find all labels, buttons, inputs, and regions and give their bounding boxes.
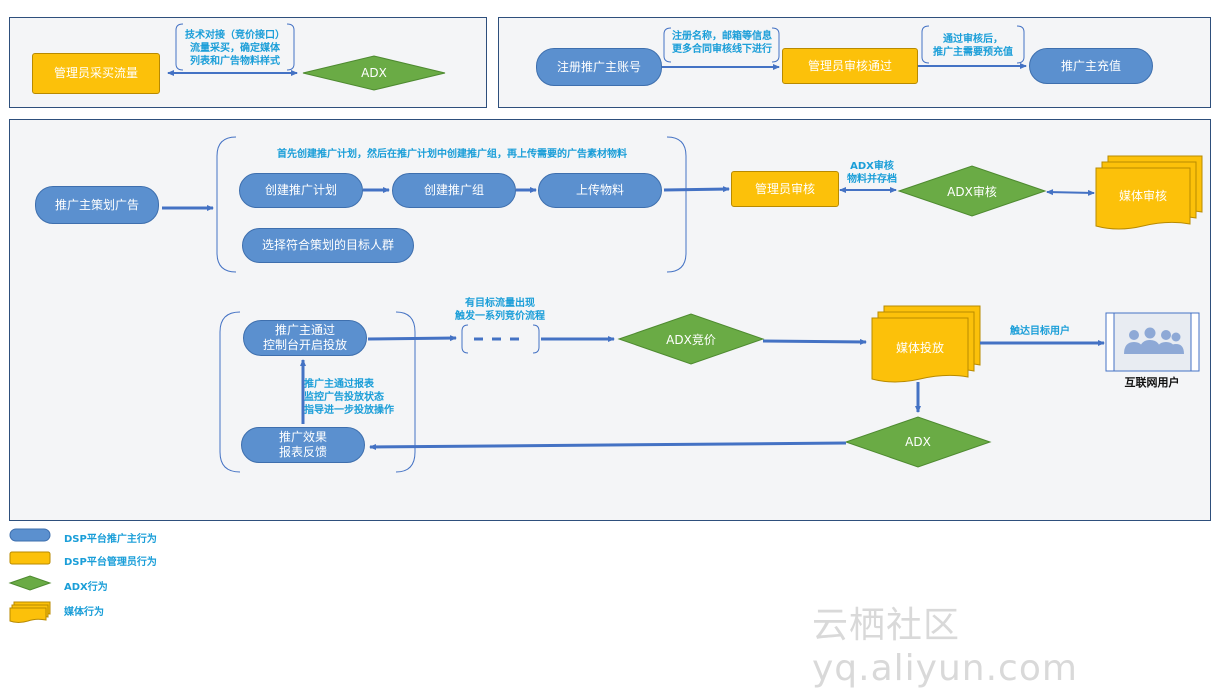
adx-review-label: ADX审核	[947, 184, 997, 199]
select-audience-label: 选择符合策划的目标人群	[261, 238, 394, 252]
bracket-create-group	[216, 136, 687, 273]
note-bidding: 有目标流量出现 触发一系列竞价流程	[455, 298, 545, 322]
note-bracket-prepay	[921, 25, 1025, 64]
arrow-adxbottom-report	[369, 441, 847, 450]
admin-buy-traffic-node: 管理员采买流量	[32, 53, 160, 94]
arrow-upload-adminreview	[663, 186, 730, 193]
admin-buy-traffic-label: 管理员采买流量	[53, 66, 138, 80]
media-review-doc	[1095, 155, 1203, 230]
legend-shape-admin	[9, 551, 51, 565]
console-start-node: 推广主通过 控制台开启投放	[243, 320, 367, 356]
note-prepay: 通过审核后， 推广主需要预充值	[933, 34, 1013, 58]
recharge-label: 推广主充值	[1060, 58, 1121, 73]
adx-top-label: ADX	[361, 66, 387, 80]
note-register: 注册名称，邮箱等信息 更多合同审核线下进行	[672, 31, 772, 55]
create-group-node: 创建推广组	[392, 173, 516, 208]
note-tech: 技术对接（竞价接口） 流量采买，确定媒体 列表和广告物料样式	[185, 30, 285, 67]
adx-diamond-top	[302, 55, 446, 91]
note-bracket-register	[663, 27, 780, 63]
adx-bid-label: ADX竞价	[666, 332, 716, 347]
legend-label-adx: ADX行为	[64, 582, 108, 593]
create-plan-node: 创建推广计划	[239, 173, 363, 208]
bracket-dashed	[461, 324, 540, 354]
plan-ads-label: 推广主策划广告	[54, 197, 139, 212]
note-bracket-tech	[175, 23, 295, 71]
note-adx-review: ADX审核 物料并存档	[847, 161, 897, 185]
arrow-adxbid-media	[762, 338, 867, 345]
adx-review-diamond	[897, 165, 1047, 217]
arrow-adx-media	[1046, 189, 1095, 196]
note-reach: 触达目标用户	[1010, 326, 1070, 337]
adx-bid-diamond	[617, 313, 765, 365]
admin-review-label: 管理员审核	[754, 181, 815, 196]
bracket-console-report	[219, 311, 416, 473]
register-node: 注册推广主账号	[536, 48, 662, 86]
select-audience-node: 选择符合策划的目标人群	[242, 228, 414, 263]
note-create: 首先创建推广计划，然后在推广计划中创建推广组，再上传需要的广告素材物料	[277, 149, 627, 160]
report-label: 推广效果 报表反馈	[278, 430, 327, 459]
legend-label-advertiser: DSP平台推广主行为	[64, 534, 157, 545]
upload-node: 上传物料	[538, 173, 662, 208]
recharge-node: 推广主充值	[1029, 48, 1153, 84]
plan-ads-node: 推广主策划广告	[35, 186, 159, 224]
admin-review-pass-label: 管理员审核通过	[807, 58, 892, 73]
admin-review-node: 管理员审核	[731, 171, 839, 207]
console-start-label: 推广主通过 控制台开启投放	[262, 323, 347, 352]
legend-label-media: 媒体行为	[64, 607, 104, 618]
register-label: 注册推广主账号	[556, 59, 641, 74]
create-group-label: 创建推广组	[423, 183, 484, 197]
create-plan-label: 创建推广计划	[264, 183, 337, 197]
internet-users-label: 互联网用户	[1124, 376, 1180, 389]
media-deliver-doc	[871, 305, 981, 383]
media-deliver-label: 媒体投放	[895, 340, 944, 355]
upload-label: 上传物料	[575, 183, 624, 197]
legend-shape-adx	[8, 575, 52, 591]
legend-label-admin: DSP平台管理员行为	[64, 557, 157, 568]
internet-users-icon	[1105, 312, 1200, 372]
adx-bottom-label: ADX	[905, 435, 931, 449]
watermark: 云栖社区 yq.aliyun.com	[812, 605, 1078, 689]
diagram-canvas	[8, 23, 1203, 623]
arrow-console-dashed	[367, 335, 457, 342]
media-review-label: 媒体审核	[1118, 188, 1167, 203]
legend-shape-media	[9, 601, 51, 623]
admin-review-pass-node: 管理员审核通过	[782, 48, 918, 84]
report-node: 推广效果 报表反馈	[241, 427, 365, 463]
note-report: 推广主通过报表 监控广告投放状态 指导进一步投放操作	[304, 379, 394, 416]
adx-bottom-diamond	[844, 416, 992, 468]
legend-shape-advertiser	[9, 528, 51, 542]
